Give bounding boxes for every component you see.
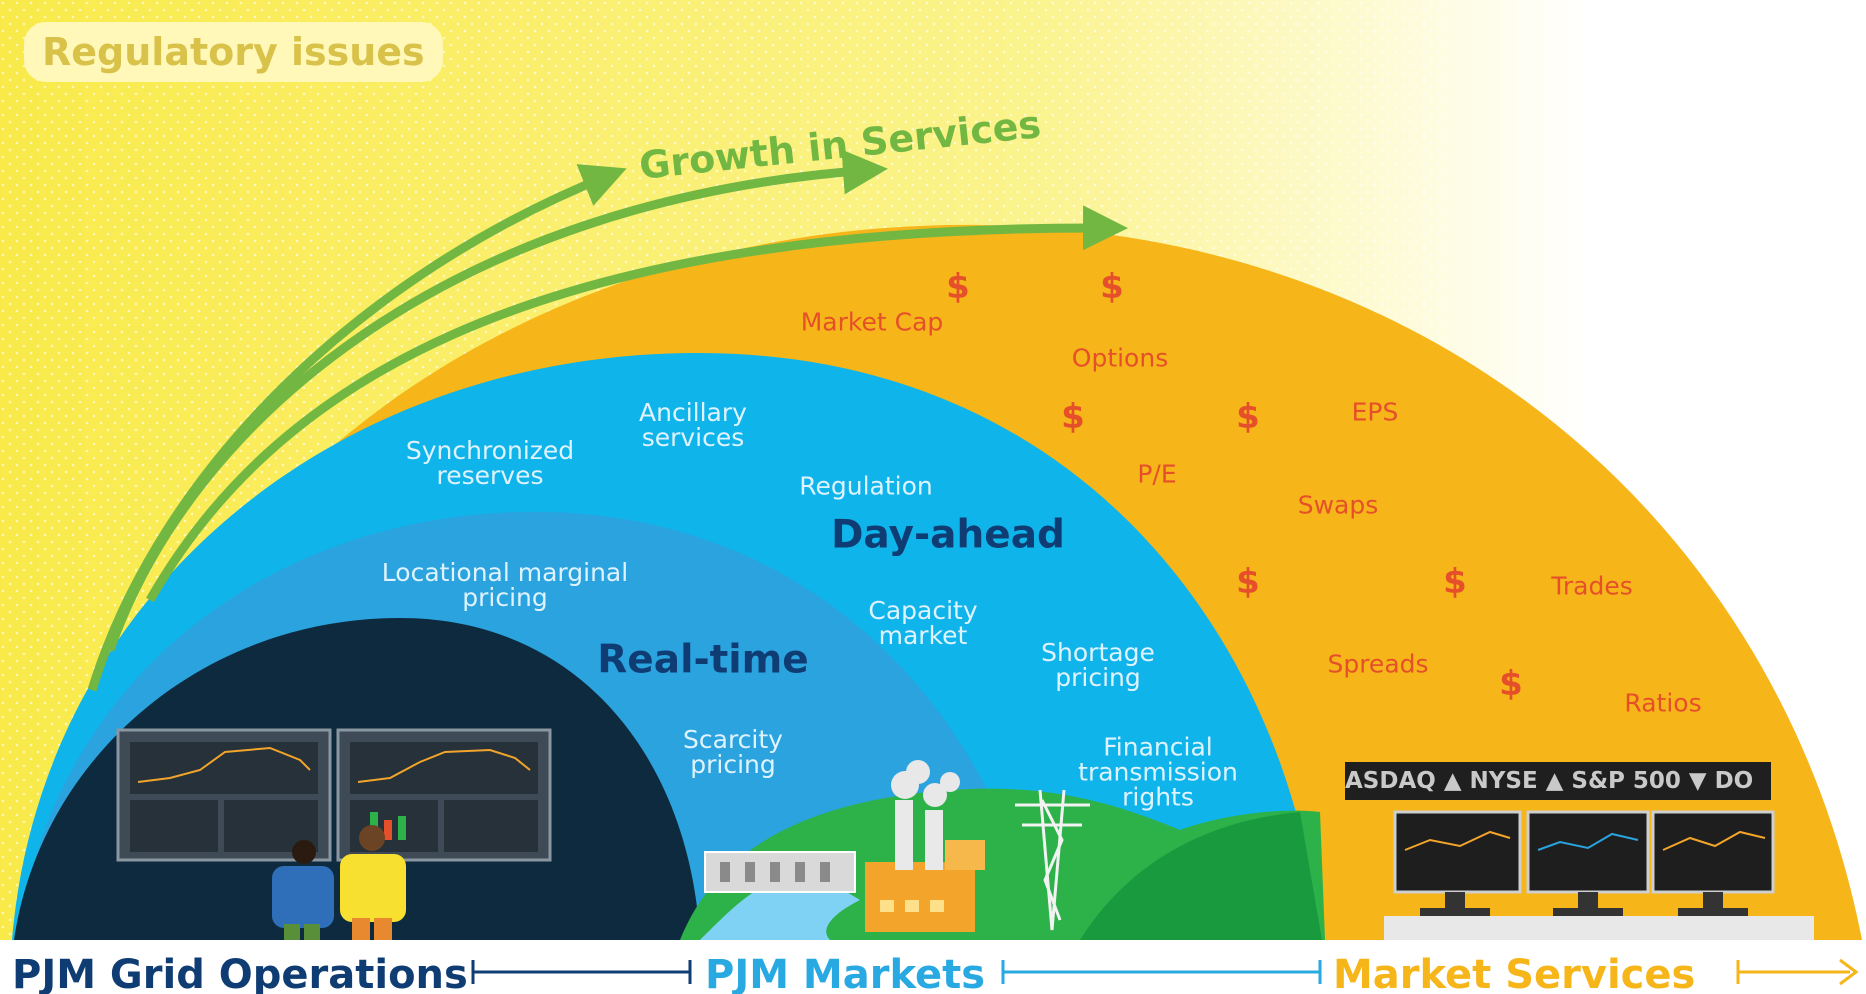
scarcity-pricing-label: Scarcity pricing (683, 725, 783, 779)
dollar-icon: $ (1236, 397, 1260, 437)
dayahead-label: Day-ahead (831, 512, 1065, 558)
ticker-text: ASDAQ ▲ NYSE ▲ S&P 500 ▼ DO (1345, 768, 1754, 794)
regulation-label: Regulation (799, 471, 933, 501)
ratios-label: Ratios (1624, 688, 1702, 718)
financial-transmission-rights-label: Financial transmission rights (1078, 732, 1238, 812)
dollar-icon: $ (1499, 664, 1523, 704)
dollar-icon: $ (1236, 562, 1260, 602)
growth-arrow-3 (146, 205, 1128, 603)
power-plant-illustration (865, 760, 985, 932)
transmission-tower-illustration (1015, 789, 1090, 931)
growth-arrow-2 (105, 149, 888, 652)
markets-bracket (1001, 960, 1322, 984)
dollar-icon: $ (1100, 267, 1124, 307)
shortage-pricing-label: Shortage pricing (1041, 638, 1155, 692)
trading-desk (1384, 810, 1814, 940)
pjm-grid-operations-label: PJM Grid Operations (12, 952, 468, 994)
capacity-market-label: Capacity market (868, 596, 978, 650)
eps-label: EPS (1351, 397, 1399, 427)
stock-ticker: ASDAQ ▲ NYSE ▲ S&P 500 ▼ DO (1345, 762, 1771, 800)
bottom-band (0, 940, 1866, 994)
operator-people (272, 825, 406, 940)
grid-ops-bracket (471, 960, 692, 984)
trades-label: Trades (1551, 571, 1633, 601)
services-arrow (1736, 960, 1850, 984)
dollar-icon: $ (946, 267, 970, 307)
swaps-label: Swaps (1297, 490, 1379, 520)
dam-illustration (704, 851, 856, 893)
options-label: Options (1071, 343, 1169, 373)
pe-label: P/E (1137, 459, 1177, 489)
market-cap-label: Market Cap (800, 307, 944, 337)
synchronized-reserves-label: Synchronized reserves (405, 436, 575, 490)
dollar-icon: $ (1061, 397, 1085, 437)
services-arrow-head (1839, 958, 1859, 986)
realtime-label: Real-time (597, 637, 809, 683)
green-hill-dark (1080, 812, 1322, 940)
ancillary-services-label: Ancillary services (639, 398, 747, 452)
spreads-label: Spreads (1327, 649, 1429, 679)
market-services-label: Market Services (1333, 952, 1696, 994)
locational-marginal-pricing-label: Locational marginal pricing (381, 558, 629, 612)
pjm-markets-label: PJM Markets (705, 952, 986, 994)
dollar-icon: $ (1443, 562, 1467, 602)
regulatory-issues-label: Regulatory issues (24, 22, 443, 82)
